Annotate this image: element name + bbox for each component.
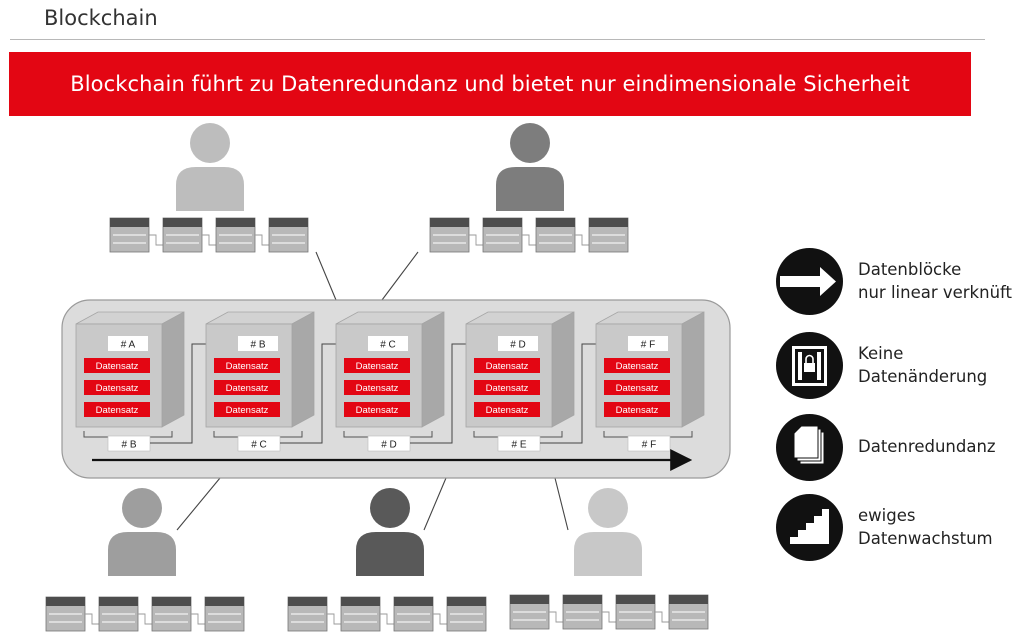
person-icon	[496, 123, 564, 211]
legend-label-growth: ewiges Datenwachstum	[858, 506, 993, 548]
record-bar	[84, 380, 150, 395]
participant	[429, 123, 629, 253]
stairs-icon	[776, 494, 843, 561]
participant	[109, 123, 309, 253]
record-label: Datensatz	[96, 405, 139, 416]
record-label: Datensatz	[356, 361, 399, 372]
block-id-label-box	[368, 336, 408, 351]
record-label: Datensatz	[486, 383, 529, 394]
record-bar	[474, 358, 540, 373]
block-id: # A	[121, 340, 136, 351]
participant	[45, 488, 245, 632]
record-bar	[604, 380, 670, 395]
block-id-label-box	[238, 336, 278, 351]
legend-item-redundancy: Datenredundanz	[776, 414, 996, 481]
title-divider	[10, 39, 985, 40]
record-label: Datensatz	[226, 405, 269, 416]
person-icon	[356, 488, 424, 576]
record-label: Datensatz	[356, 405, 399, 416]
block-id-label-box	[108, 336, 148, 351]
ledger-copy	[109, 217, 309, 253]
record-label: Datensatz	[226, 361, 269, 372]
next-hash-label-box	[627, 435, 671, 452]
ledger-copy	[429, 217, 629, 253]
block-id: # C	[380, 340, 396, 351]
legend-label-linear: Datenblöcke nur linear verknüft	[858, 260, 1013, 302]
headline-banner: Blockchain führt zu Datenredundanz und b…	[9, 52, 971, 116]
next-hash: # F	[642, 440, 656, 451]
record-label: Datensatz	[616, 405, 659, 416]
legend-label-redundancy: Datenredundanz	[858, 437, 996, 457]
record-label: Datensatz	[486, 405, 529, 416]
record-bar	[214, 402, 280, 417]
record-bar	[214, 358, 280, 373]
record-label: Datensatz	[96, 361, 139, 372]
person-icon	[108, 488, 176, 576]
block-id-label-box	[628, 336, 668, 351]
record-label: Datensatz	[356, 383, 399, 394]
record-bar	[604, 358, 670, 373]
record-bar	[344, 402, 410, 417]
block-id: # B	[250, 340, 265, 351]
participant	[287, 488, 487, 632]
record-label: Datensatz	[226, 383, 269, 394]
ledger-copy	[509, 594, 709, 630]
record-bar	[214, 380, 280, 395]
record-label: Datensatz	[616, 383, 659, 394]
next-hash: # C	[251, 440, 267, 451]
record-bar	[84, 402, 150, 417]
headline-text: Blockchain führt zu Datenredundanz und b…	[70, 72, 910, 96]
legend-item-growth: ewiges Datenwachstum	[776, 494, 993, 561]
ledger-copy	[287, 596, 487, 632]
record-bar	[344, 380, 410, 395]
record-bar	[474, 402, 540, 417]
person-icon	[176, 123, 244, 211]
record-label: Datensatz	[616, 361, 659, 372]
legend-item-linear: Datenblöcke nur linear verknüft	[776, 248, 1012, 315]
page-title: Blockchain	[44, 6, 158, 30]
record-label: Datensatz	[96, 383, 139, 394]
block-id: # F	[641, 340, 655, 351]
legend-item-immutable: Keine Datenänderung	[776, 332, 987, 399]
block-id-label-box	[498, 336, 538, 351]
ledger-copy	[45, 596, 245, 632]
next-hash: # D	[381, 440, 397, 451]
record-bar	[84, 358, 150, 373]
documents-icon	[776, 414, 843, 481]
lock-icon	[776, 332, 843, 399]
legend-label-immutable: Keine Datenänderung	[858, 344, 988, 386]
block-id: # D	[510, 340, 526, 351]
next-hash: # B	[121, 440, 136, 451]
record-bar	[604, 402, 670, 417]
next-hash: # E	[511, 440, 526, 451]
arrow-icon	[776, 248, 843, 315]
person-icon	[574, 488, 642, 576]
participant	[509, 488, 709, 630]
record-bar	[474, 380, 540, 395]
record-label: Datensatz	[486, 361, 529, 372]
participants-layer	[45, 123, 709, 632]
connector-lines	[176, 251, 569, 531]
record-bar	[344, 358, 410, 373]
